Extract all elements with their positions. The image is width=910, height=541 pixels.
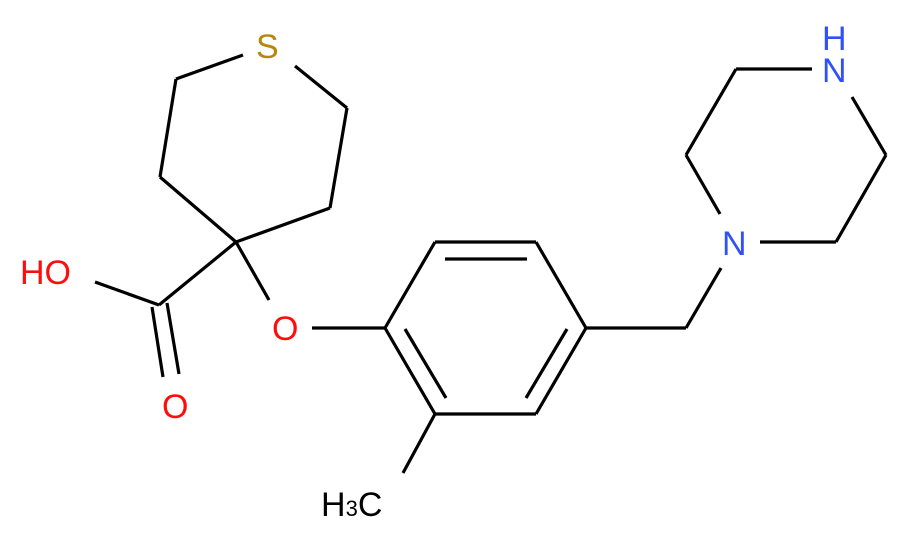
piperazine-nh-n-label: N — [822, 52, 847, 90]
methyl-h: H — [321, 486, 346, 524]
carbonyl-oxygen-label: O — [162, 388, 188, 426]
piperazine-linker — [586, 267, 723, 330]
piperazine-ring — [684, 67, 888, 244]
piperazine-n-label: N — [722, 225, 747, 263]
methyl-group — [401, 413, 437, 474]
benzene-ring — [383, 240, 588, 416]
methyl-subscript: 3 — [346, 496, 358, 521]
hydroxyl-label: HO — [20, 254, 71, 292]
carboxylic-acid-group — [94, 240, 238, 378]
methyl-c: C — [358, 486, 383, 524]
thiane-ring — [158, 53, 349, 244]
ether-linkage — [234, 241, 385, 330]
methyl-label: H3C — [321, 486, 382, 524]
sulfur-atom-label: S — [256, 28, 279, 66]
piperazine-nh-h-label: H — [822, 20, 847, 58]
ether-oxygen-label: O — [272, 310, 298, 348]
